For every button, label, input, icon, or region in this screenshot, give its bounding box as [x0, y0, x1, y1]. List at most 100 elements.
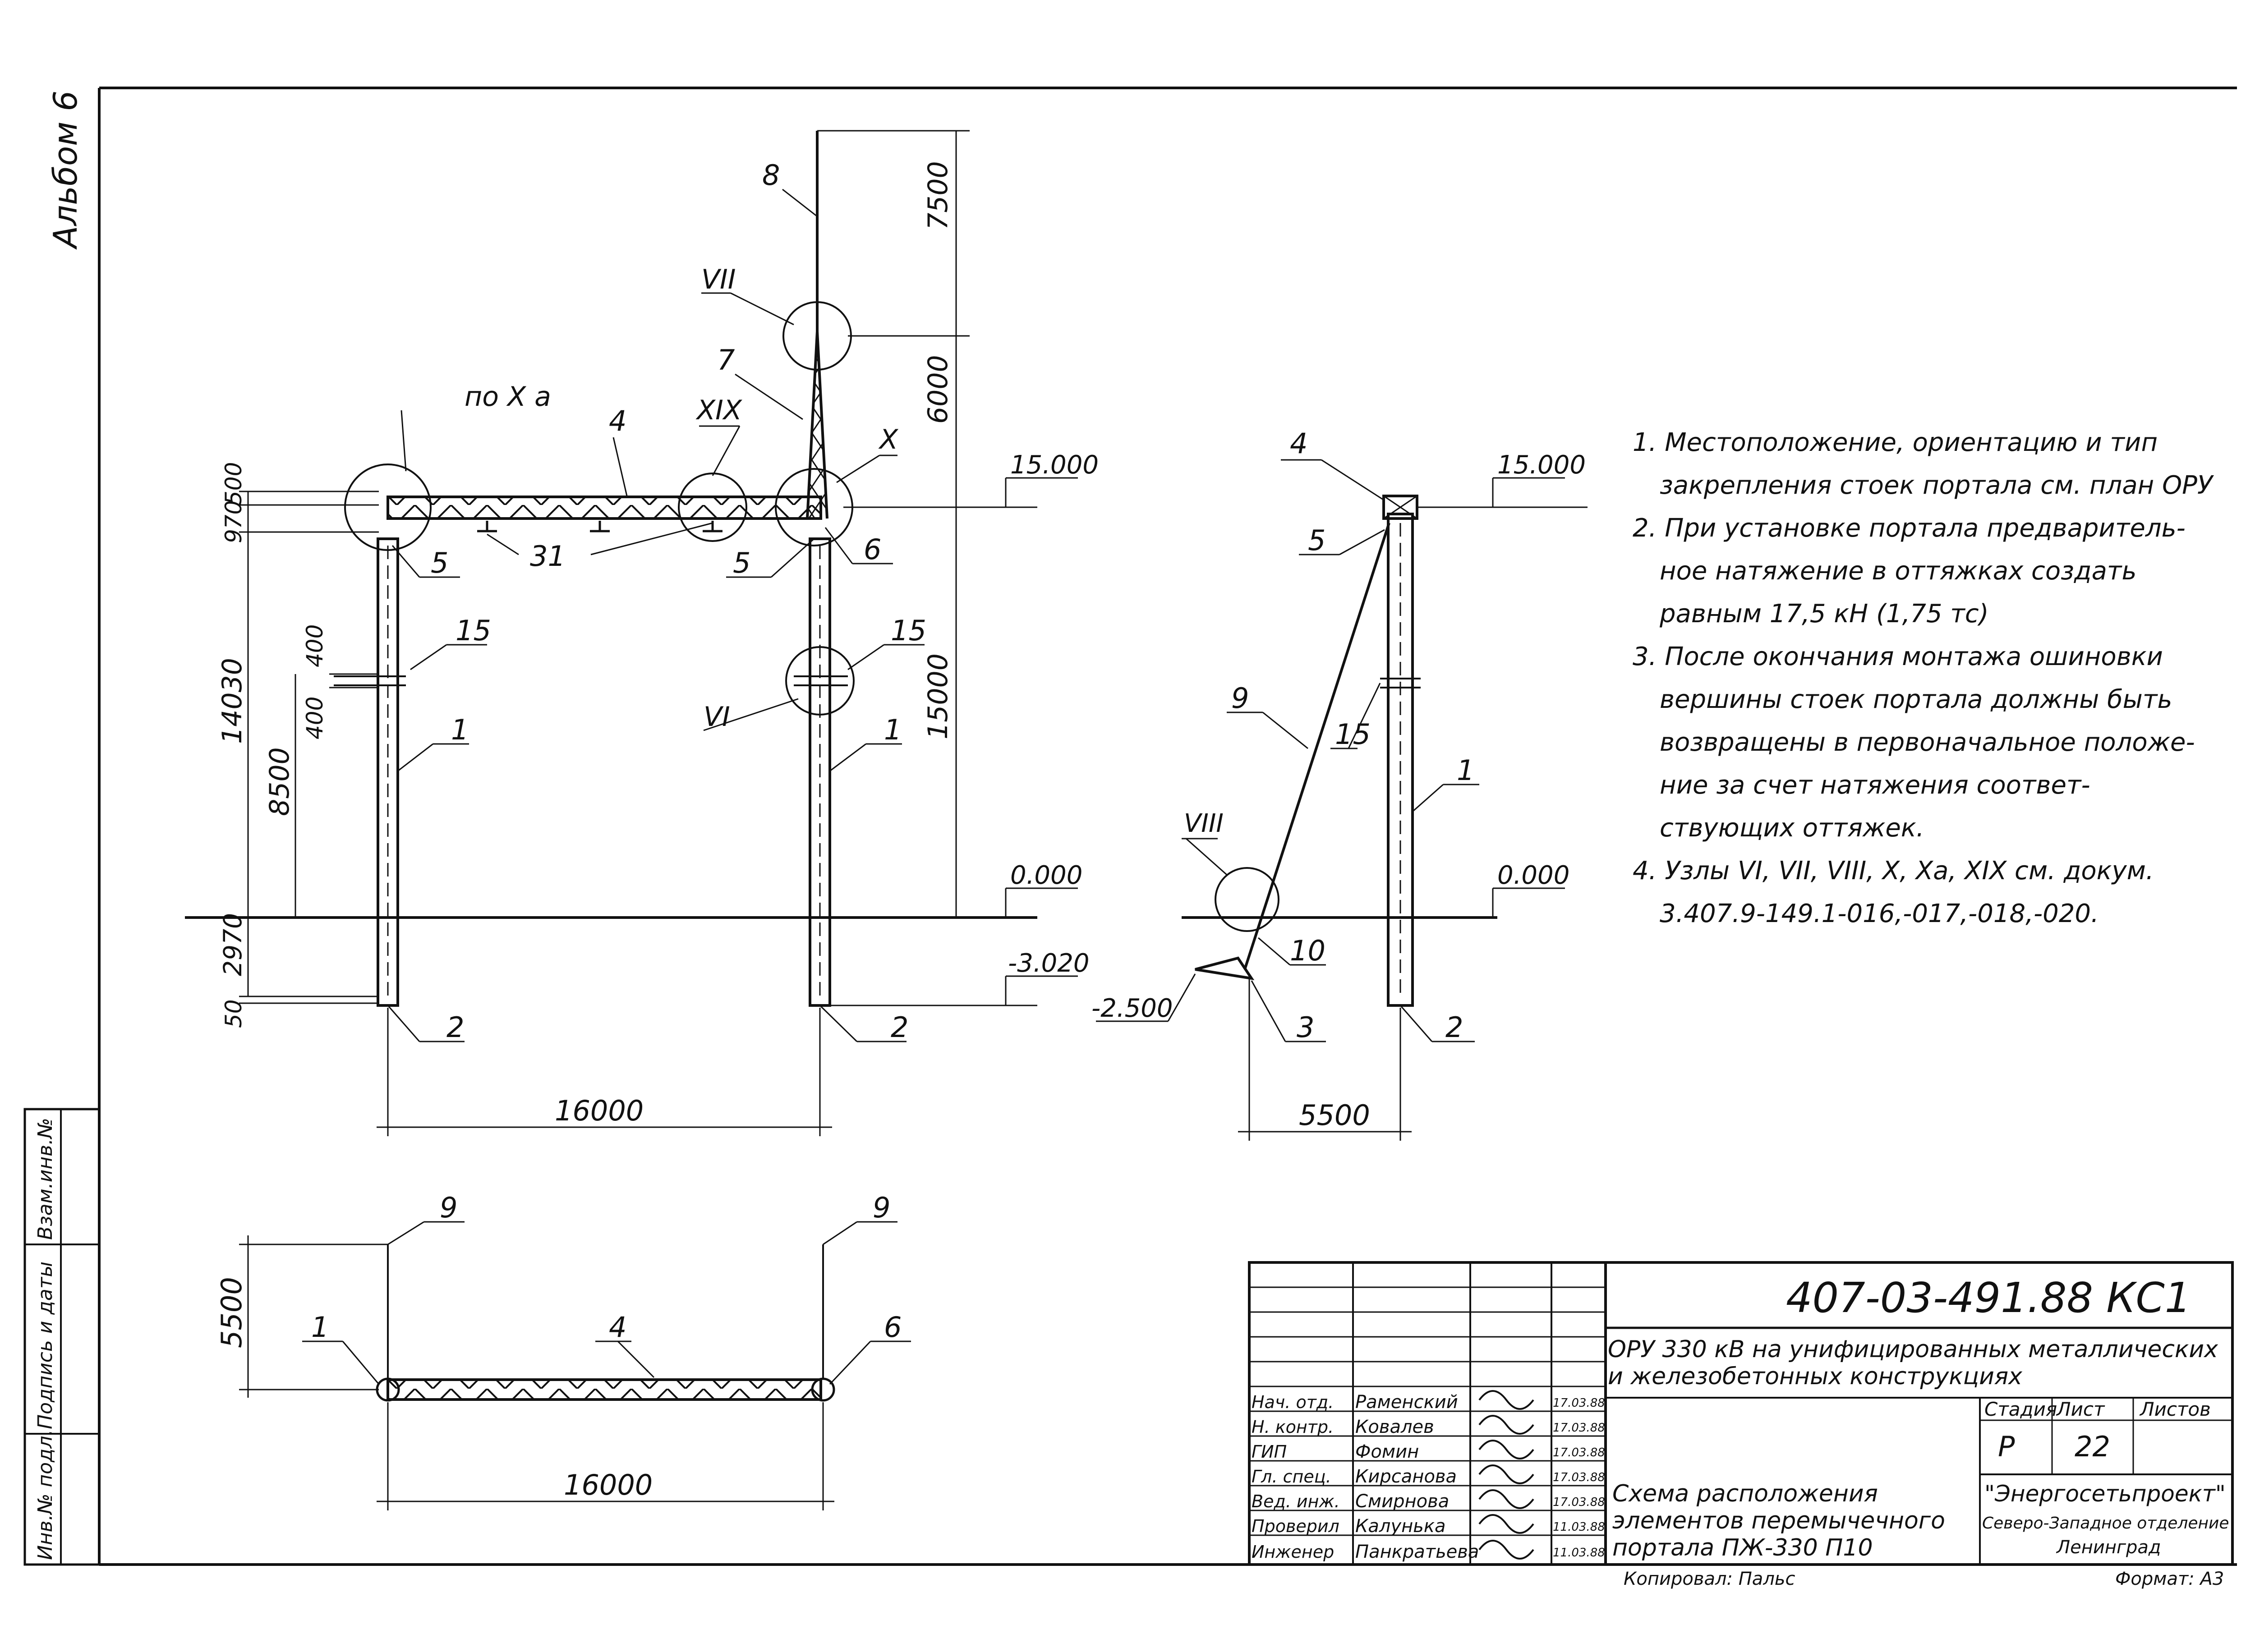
note-line-5: 3. После окончания монтажа ошиновки	[1633, 642, 2163, 671]
callout-7: 7	[717, 344, 735, 376]
project-line-1: ОРУ 330 кВ на унифицированных металличес…	[1608, 1336, 2218, 1363]
signer-date-6: 11.03.88	[1553, 1546, 1605, 1560]
signer-role-3: Гл. спец.	[1252, 1467, 1331, 1487]
signer-role-0: Нач. отд.	[1252, 1392, 1334, 1412]
signer-role-4: Вед. инж.	[1252, 1491, 1340, 1511]
node-circle-viii	[1215, 867, 1279, 932]
signer-date-4: 17.03.88	[1553, 1496, 1605, 1509]
note-line-4: равным 17,5 кН (1,75 тс)	[1659, 599, 1989, 629]
dim-15000: 15000	[922, 653, 954, 739]
side-view: 5500 15.000 0.000 -2.500 4 5 9 15	[1091, 427, 1588, 1141]
callout-1-left: 1	[451, 713, 469, 746]
signer-name-3: Кирсанова	[1355, 1466, 1457, 1487]
node-circle-xix	[678, 473, 747, 542]
project-line-2: и железобетонных конструкциях	[1608, 1363, 2023, 1390]
side-elevation-0000: 0.000	[1492, 861, 1569, 918]
elevation-minus-3020: -3.020	[830, 949, 1090, 1006]
crossbeam	[387, 496, 822, 532]
note-line-9: ствующих оттяжек.	[1660, 813, 1924, 843]
stage-label: Стадия	[1984, 1398, 2057, 1420]
dim-6000: 6000	[922, 355, 954, 424]
org-line-2: Северо-Западное отделение	[1982, 1514, 2229, 1533]
side-callout-3: 3	[1297, 1011, 1314, 1044]
album-label: Альбом 6	[46, 91, 84, 250]
sheet-title-1: Схема расположения	[1612, 1480, 1878, 1507]
stamp-vzam-inv: Взам.инв.№	[34, 1118, 57, 1240]
sheet-value: 22	[2075, 1430, 2110, 1463]
title-block: 407-03-491.88 КС1 ОРУ 330 кВ на унифицир…	[1248, 1261, 2234, 1566]
signer-role-6: Инженер	[1252, 1542, 1334, 1562]
callout-5-right: 5	[733, 546, 750, 579]
plan-callout-9-right: 9	[873, 1191, 890, 1224]
plan-callout-4: 4	[609, 1311, 626, 1344]
side-node-viii: VIII	[1184, 809, 1224, 838]
svg-text:0.000: 0.000	[1010, 861, 1082, 890]
mast-lattice	[806, 331, 828, 519]
sheet-label: Лист	[2056, 1398, 2105, 1420]
note-line-11: 3.407.9-149.1-016,-017,-018,-020.	[1660, 899, 2099, 928]
plan-beam	[387, 1378, 822, 1401]
dim-970: 970	[221, 500, 247, 543]
side-elevation-15000: 15.000	[1416, 450, 1588, 508]
signer-role-1: Н. контр.	[1252, 1417, 1334, 1437]
elevation-0000: 0.000	[1005, 861, 1082, 918]
plan-callout-9-left: 9	[440, 1191, 457, 1224]
signer-name-2: Фомин	[1355, 1441, 1419, 1462]
span-label: 16000	[555, 1094, 644, 1127]
signer-role-2: ГИП	[1252, 1442, 1287, 1462]
dim-400-b: 400	[302, 697, 328, 739]
callout-6: 6	[864, 533, 881, 566]
stamp-column: Инв.№ подл. Подпись и даты Взам.инв.№	[23, 1108, 101, 1566]
signer-name-6: Панкратьева	[1355, 1542, 1479, 1562]
stage-value: Р	[1998, 1430, 2015, 1463]
sheet-title-2: элементов перемычечного	[1612, 1507, 1945, 1534]
signer-date-2: 17.03.88	[1553, 1446, 1605, 1459]
front-view: 7500 6000 15000 970 500 14030 400 400 85…	[185, 130, 1099, 1136]
svg-text:15.000: 15.000	[1010, 450, 1099, 480]
callout-5-left: 5	[431, 546, 448, 579]
signer-date-1: 17.03.88	[1553, 1421, 1605, 1435]
signer-date-3: 17.03.88	[1553, 1471, 1605, 1484]
node-vii: VII	[701, 264, 736, 295]
node-circle-vi	[785, 646, 855, 716]
stamp-podpis-data: Подпись и даты	[34, 1262, 57, 1429]
dims-right: 7500 6000 15000	[817, 130, 970, 918]
dim-7500: 7500	[922, 161, 954, 230]
signer-name-5: Калунька	[1355, 1516, 1446, 1537]
node-x: X	[878, 424, 899, 455]
side-callout-4: 4	[1290, 427, 1307, 460]
svg-text:-2.500: -2.500	[1091, 994, 1173, 1023]
side-callout-10: 10	[1290, 934, 1325, 967]
plan-dim-16000: 16000	[564, 1468, 653, 1501]
guy-wire	[1243, 523, 1390, 970]
note-line-10: 4. Узлы VI, VII, VIII, X, Xа, XIX см. до…	[1633, 856, 2154, 886]
plan-view: 5500 16000 9 9 1 4 6	[215, 1191, 911, 1510]
callout-31: 31	[530, 540, 566, 573]
note-line-3: ное натяжение в оттяжках создать	[1660, 556, 2137, 586]
signer-date-5: 11.03.88	[1553, 1520, 1605, 1534]
svg-text:-3.020: -3.020	[1008, 949, 1090, 978]
elevation-15000: 15.000	[843, 450, 1099, 508]
notes-block: 1. Местоположение, ориентацию и тип закр…	[1633, 428, 2214, 928]
note-line-8: ние за счет натяжения соответ-	[1660, 771, 2090, 800]
dim-400-a: 400	[302, 624, 328, 667]
side-callout-15: 15	[1335, 718, 1371, 751]
signer-name-1: Ковалев	[1355, 1417, 1434, 1437]
note-line-0: 1. Местоположение, ориентацию и тип	[1633, 428, 2158, 457]
svg-text:15.000: 15.000	[1497, 450, 1586, 480]
dims-left: 970 500 14030 400 400 8500 2970 50	[216, 462, 379, 1028]
note-line-2: 2. При установке портала предваритель-	[1633, 514, 2186, 543]
dim-8500: 8500	[264, 747, 295, 816]
node-circle-x-left	[344, 463, 432, 551]
dim-2970: 2970	[218, 913, 247, 976]
side-elevation-minus-2500: -2.500	[1091, 973, 1196, 1023]
callout-15-right: 15	[891, 614, 926, 647]
dim-50: 50	[221, 999, 247, 1028]
callout-2-right: 2	[891, 1011, 908, 1044]
sheet-title-3: портала ПЖ-330 П10	[1612, 1534, 1873, 1561]
anchor-plate	[1195, 956, 1255, 981]
side-callout-2: 2	[1445, 1011, 1463, 1044]
doc-code: 407-03-491.88 КС1	[1786, 1274, 2191, 1322]
note-line-6: вершины стоек портала должны быть	[1660, 685, 2172, 714]
signer-name-4: Смирнова	[1355, 1491, 1449, 1512]
